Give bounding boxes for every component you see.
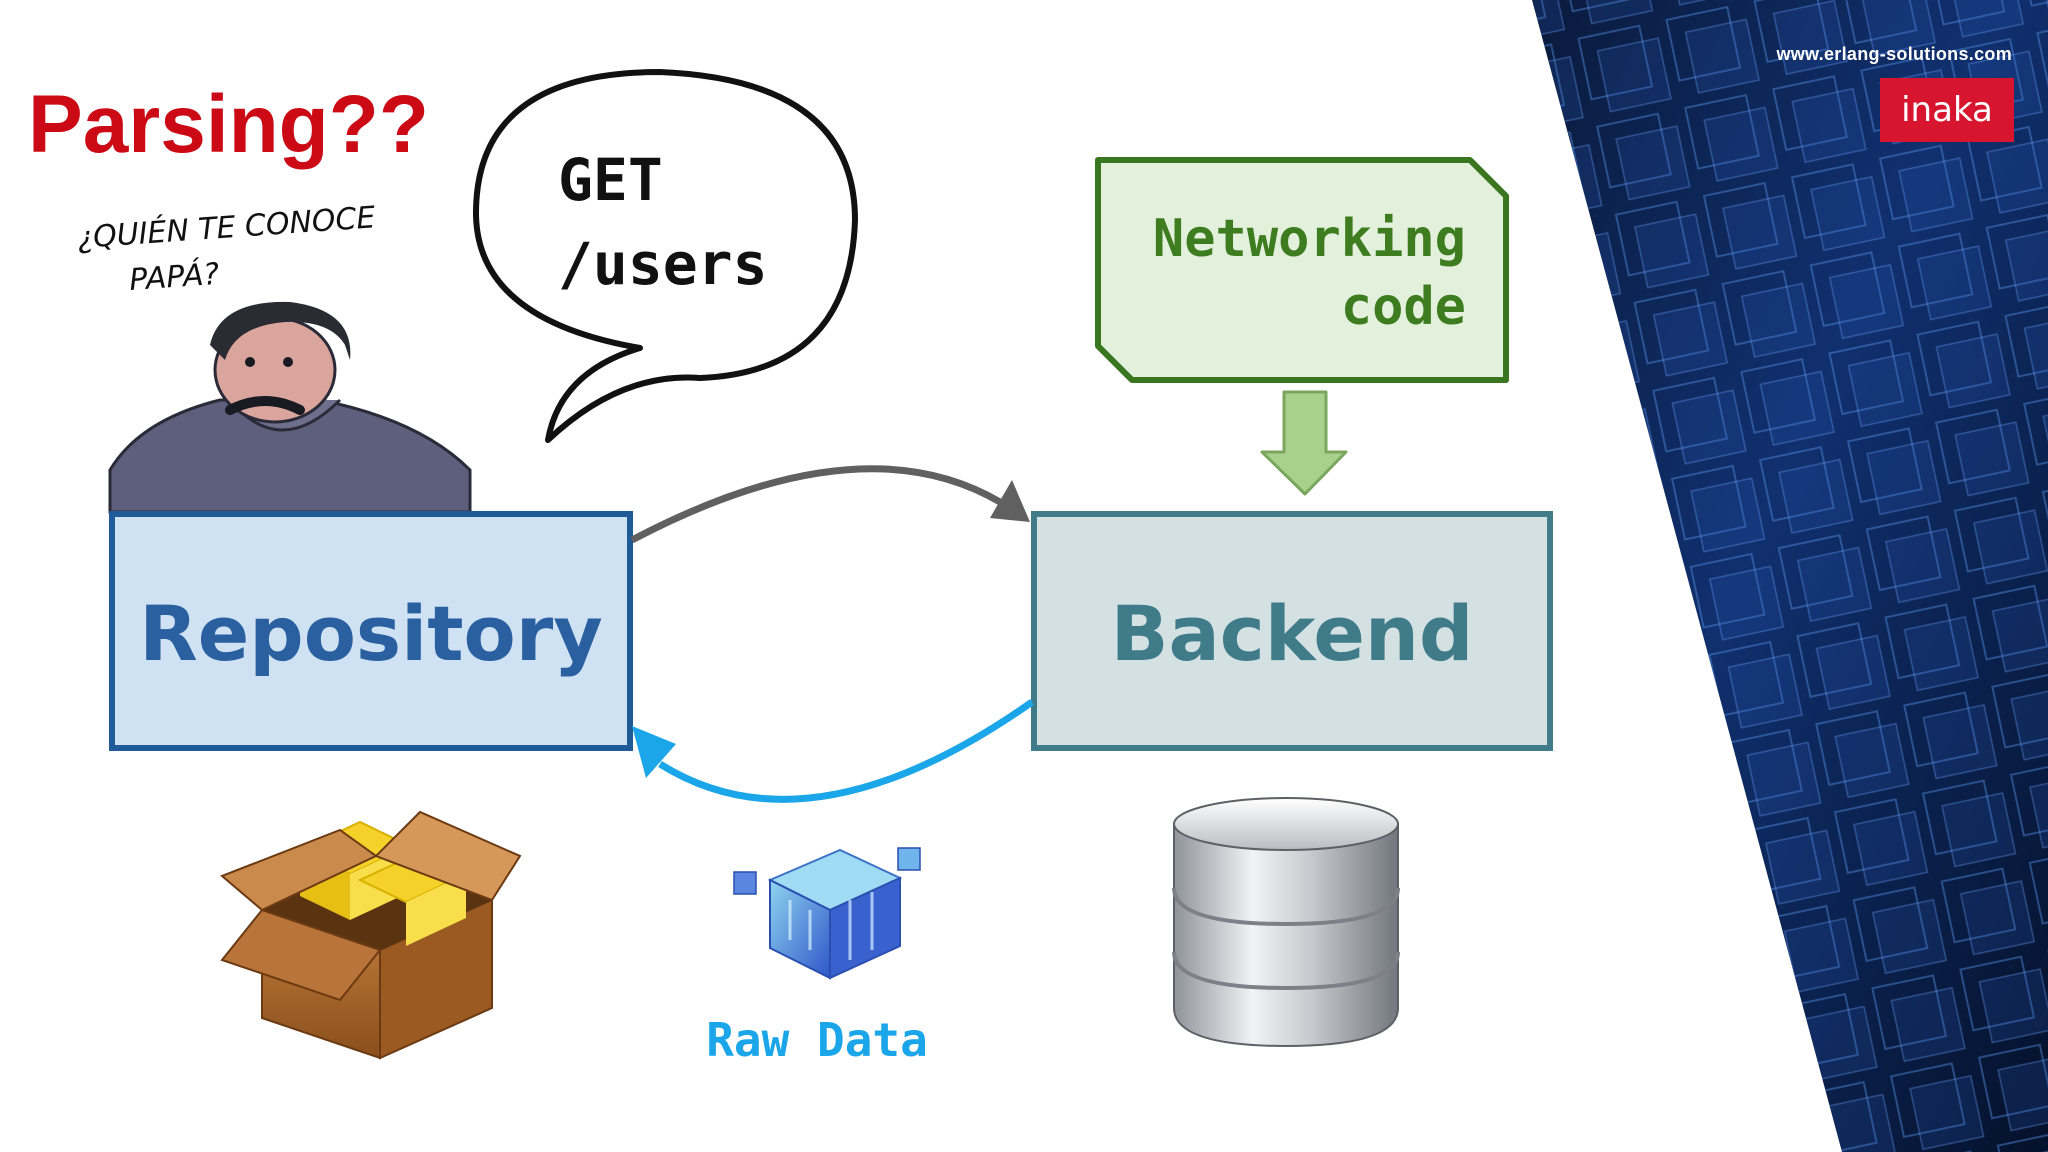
background-panel <box>1532 0 2048 1152</box>
database-cylinder-icon <box>1172 797 1400 1048</box>
repository-label: Repository <box>139 589 603 678</box>
raw-data-label: Raw Data <box>706 1013 928 1067</box>
networking-code-line2: code <box>1341 277 1466 337</box>
backend-label: Backend <box>1111 589 1474 678</box>
slide-title: Parsing?? <box>28 79 429 170</box>
networking-code-line1: Networking <box>1153 209 1466 269</box>
inaka-logo: inaka <box>1880 78 2014 142</box>
man-cartoon-icon <box>108 301 472 514</box>
handwritten-caption-line1: ¿QUIÉN TE CONOCE <box>76 199 376 256</box>
package-box-icon <box>220 810 522 1060</box>
networking-code-node <box>1095 157 1509 383</box>
speech-bubble <box>472 69 858 443</box>
backend-node <box>1031 511 1553 751</box>
logo-text: inaka <box>1901 90 1993 130</box>
repository-node <box>109 511 633 751</box>
repository-to-backend-arrow <box>630 465 1030 544</box>
speech-bubble-line2: /users <box>558 230 768 298</box>
handwritten-caption-line2: PAPÁ? <box>128 256 221 298</box>
data-cube-icon <box>733 847 921 980</box>
speech-bubble-line1: GET <box>558 146 663 214</box>
site-url[interactable]: www.erlang-solutions.com <box>1776 44 2012 64</box>
networking-to-backend-arrow <box>1260 390 1348 496</box>
backend-to-repository-arrow <box>632 699 1035 803</box>
